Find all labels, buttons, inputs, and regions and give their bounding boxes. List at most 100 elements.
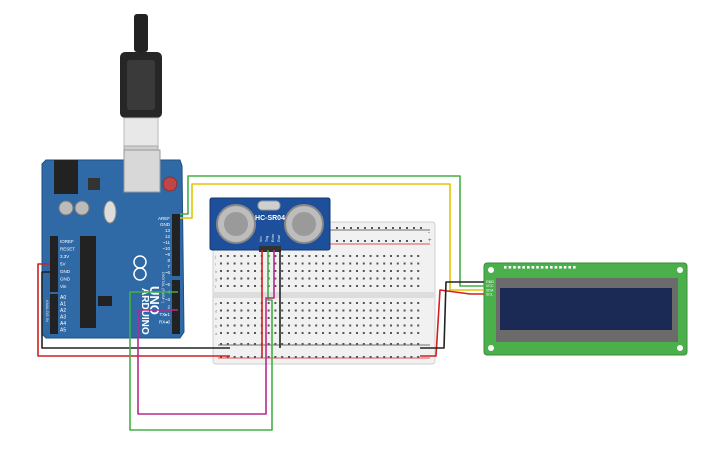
row-letter: h [215, 269, 217, 274]
power-pin-label: GND [60, 269, 71, 274]
wire-red-lcd-vcc [420, 289, 484, 357]
power-header [50, 236, 58, 292]
lcd-pin [554, 266, 558, 269]
power-pin-label: GND [60, 277, 71, 282]
power-pin-label: RESET [60, 247, 75, 252]
digital-pin-label: 2 [167, 305, 170, 310]
lcd-pin [559, 266, 562, 269]
row-letter: f [215, 284, 217, 289]
digital-header-label: DIGITAL (PWM~) [161, 272, 166, 304]
capacitor-1 [58, 200, 74, 216]
digital-pin-label: RX◂0 [159, 320, 171, 325]
lcd-pin [517, 266, 521, 269]
arduino-uno-board: ARDUINO UNO DIGITAL (PWM~) ANALOG IN IOR… [41, 149, 185, 339]
wire-magenta-echo [137, 250, 275, 415]
digital-pin-label: GND [160, 222, 171, 227]
lcd-pin [563, 266, 567, 269]
lcd-pin [531, 266, 535, 269]
crystal-oscillator [257, 200, 281, 211]
digital-pin-label: 7 [167, 264, 170, 269]
capacitor-2 [74, 200, 90, 216]
row-letter: b [215, 324, 218, 329]
reset-button [162, 176, 178, 192]
digital-pin-label: ~3 [165, 297, 171, 302]
row-letter: c [215, 316, 217, 321]
digital-pin-label: 8 [167, 258, 170, 263]
lcd-pin [550, 266, 553, 269]
rail-plus-label: + [428, 238, 432, 244]
lcd-pin [527, 266, 530, 269]
row-letter: i [215, 262, 216, 267]
digital-pin-label: 12 [165, 234, 171, 239]
lcd-pin [573, 266, 576, 269]
power-jack [54, 160, 78, 194]
wire-green-scl [180, 175, 484, 287]
usb-cable-cord [134, 14, 148, 52]
lcd-pin-label: SCL [486, 293, 493, 297]
digital-pin-label: ~6 [165, 270, 171, 275]
wire-black-lcd-gnd [420, 281, 484, 349]
breadboard-holes [220, 227, 422, 358]
analog-pin-label: A2 [60, 308, 66, 314]
crystal [103, 200, 117, 224]
rail-minus-label: - [428, 230, 430, 236]
digital-pin-label: ~9 [165, 252, 171, 257]
lcd-mounting-holes [488, 267, 683, 351]
regulator [88, 178, 100, 190]
row-letter: g [215, 277, 217, 282]
lcd-pin-label: SDA [486, 288, 494, 292]
lcd-screen [500, 288, 672, 330]
lcd-top-pins [504, 266, 576, 269]
power-pin-label: 5V [60, 262, 66, 267]
usb-b-connector [123, 149, 161, 193]
digital-pin-label: ~10 [162, 246, 170, 251]
row-letter: e [215, 301, 218, 306]
wires [37, 175, 484, 431]
arduino-logo: ARDUINO UNO [133, 255, 162, 335]
lcd-pin [513, 266, 516, 269]
sensor-label: HC-SR04 [255, 215, 285, 222]
sensor-pin-label: Echo [271, 234, 275, 242]
brand-label: ARDUINO [139, 288, 150, 335]
analog-header-label: ANALOG IN [45, 300, 50, 322]
wire-yellow-sda [180, 183, 484, 291]
digital-pin-label: ~5 [165, 282, 171, 287]
row-letter: d [215, 309, 217, 314]
lcd-pin [504, 266, 507, 269]
lcd-pin [522, 266, 525, 269]
lcd-pin [545, 266, 548, 269]
breadboard-center-channel [213, 292, 435, 298]
lcd-pin [536, 266, 539, 269]
wire-black-gnd [41, 271, 230, 349]
sensor-pin-label: Vcc [259, 236, 263, 242]
power-pin-label: Vin [60, 284, 67, 289]
wire-red-5v [37, 263, 230, 357]
digital-header-high [172, 214, 180, 276]
digital-pin-label: ~11 [163, 240, 171, 245]
row-letter: a [215, 331, 218, 336]
model-label: UNO [147, 286, 162, 315]
lcd-pin-label: GND [486, 280, 494, 284]
analog-pin-label: A5 [60, 328, 66, 334]
lcd-pin [540, 266, 544, 269]
lcd-pin-label: VCC [486, 284, 494, 288]
analog-header [50, 294, 58, 334]
analog-pin-label: A3 [60, 315, 66, 321]
wire-green-trig [129, 250, 273, 431]
digital-header-low [172, 280, 180, 334]
lcd-pin [568, 266, 571, 269]
digital-pin-label: 13 [165, 228, 171, 233]
analog-pin-label: A4 [60, 321, 66, 327]
lcd-pin [508, 266, 512, 269]
analog-pin-label: A1 [60, 302, 66, 308]
atmega-chip [80, 236, 96, 328]
digital-pin-label: TX▸1 [159, 312, 170, 317]
